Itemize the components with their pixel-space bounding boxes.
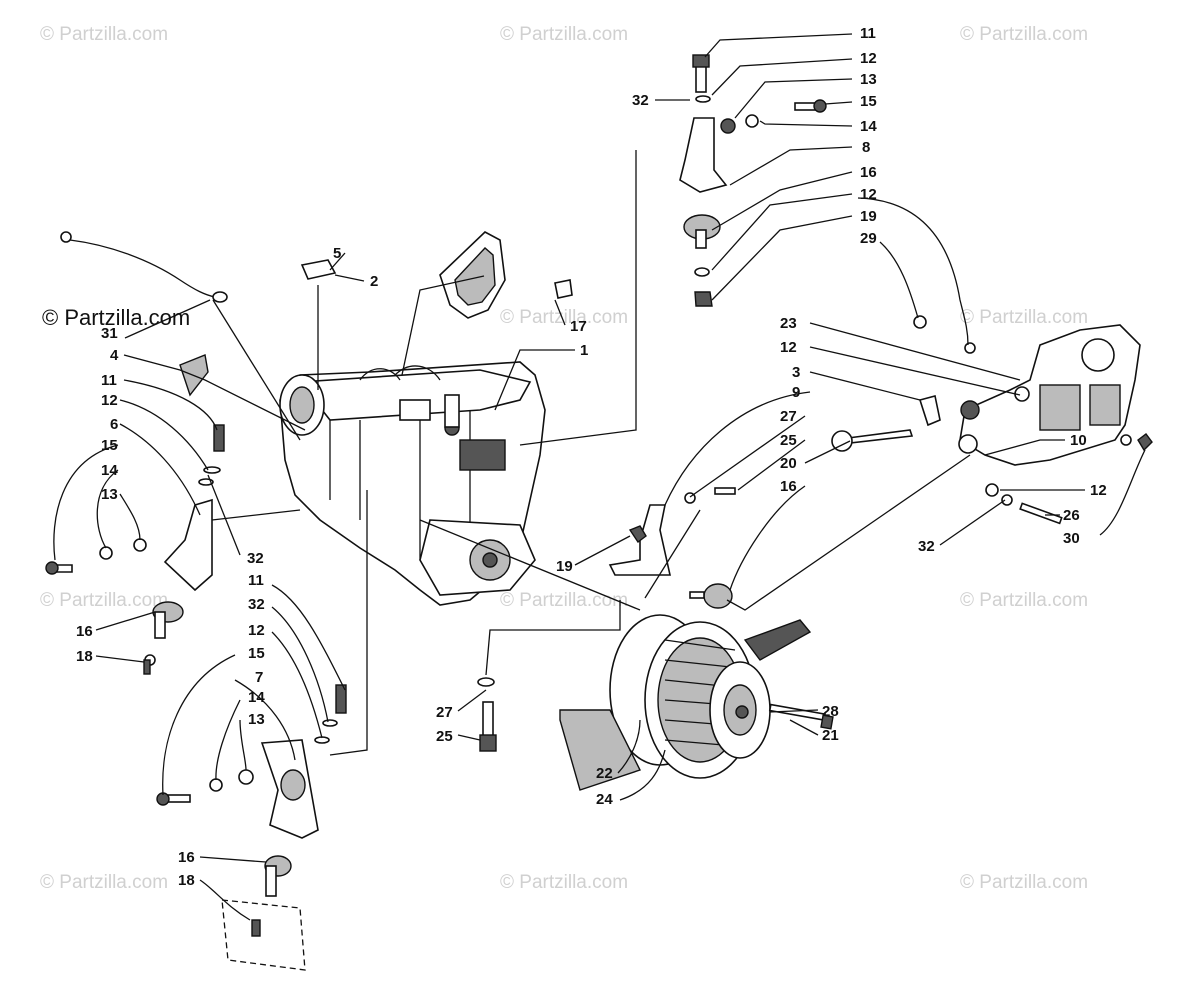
callout-label: 2 (370, 273, 378, 290)
callout-label: 23 (780, 315, 797, 332)
callout-label: 12 (860, 186, 877, 203)
callout-label: 18 (178, 872, 195, 889)
leader-lines (53, 33, 1146, 921)
watermark: © Partzilla.com (500, 307, 628, 328)
callout-label: 25 (780, 432, 797, 449)
callout-labels: 11 12 13 32 15 14 8 16 12 19 29 5 2 17 1… (76, 25, 1107, 889)
callout-label: 25 (436, 728, 453, 745)
callout-label: 19 (860, 208, 877, 225)
callout-label: 32 (248, 596, 265, 613)
callout-label: 12 (860, 50, 877, 67)
callout-label: 31 (101, 325, 118, 342)
callout-label: 10 (1070, 432, 1087, 449)
callout-label: 15 (860, 93, 877, 110)
cover-plate-part (439, 231, 573, 319)
callout-label: 21 (822, 727, 839, 744)
callout-label: 32 (247, 550, 264, 567)
watermark: © Partzilla.com (500, 590, 628, 611)
callout-label: 16 (780, 478, 797, 495)
callout-label: 27 (780, 408, 797, 425)
watermark: © Partzilla.com (500, 872, 628, 893)
callout-label: 13 (248, 711, 265, 728)
callout-label: 7 (255, 669, 263, 686)
callout-label: 3 (792, 364, 800, 381)
callout-label: 11 (248, 572, 264, 589)
callout-label: 28 (822, 703, 839, 720)
callout-label: 14 (860, 118, 877, 135)
callout-label: 15 (101, 437, 118, 454)
callout-label: 4 (110, 347, 119, 364)
callout-label: 5 (333, 245, 341, 262)
callout-label: 12 (101, 392, 118, 409)
callout-label: 32 (632, 92, 649, 109)
callout-label: 6 (110, 416, 118, 433)
watermark: © Partzilla.com (500, 24, 628, 45)
callout-label: 13 (101, 486, 118, 503)
callout-label: 16 (76, 623, 93, 640)
watermark: © Partzilla.com (960, 307, 1088, 328)
callout-label: 17 (570, 318, 587, 335)
callout-label: 26 (1063, 507, 1080, 524)
callout-label: 11 (860, 25, 876, 42)
callout-label: 11 (101, 372, 117, 389)
callout-label: 32 (918, 538, 935, 555)
left-mount-part (45, 424, 225, 675)
callout-label: 14 (248, 689, 265, 706)
drive-clutch-part (559, 614, 834, 791)
copyright-notice: © Partzilla.com (42, 305, 190, 330)
callout-label: 15 (248, 645, 265, 662)
decal-part (300, 259, 337, 280)
watermark: © Partzilla.com (960, 872, 1088, 893)
callout-label: 13 (860, 71, 877, 88)
callout-label: 12 (248, 622, 265, 639)
callout-label: 8 (862, 139, 870, 156)
watermarks: © Partzilla.com © Partzilla.com © Partzi… (40, 24, 1088, 893)
callout-label: 24 (596, 791, 613, 808)
callout-label: 14 (101, 462, 118, 479)
callout-label: 16 (860, 164, 877, 181)
callout-label: 18 (76, 648, 93, 665)
callout-label: 19 (556, 558, 573, 575)
low-bolt-part (477, 677, 497, 752)
callout-label: 27 (436, 704, 453, 721)
callout-label: 12 (780, 339, 797, 356)
watermark: © Partzilla.com (40, 590, 168, 611)
callout-label: 1 (580, 342, 588, 359)
callout-label: 12 (1090, 482, 1107, 499)
watermark: © Partzilla.com (40, 24, 168, 45)
callout-label: 16 (178, 849, 195, 866)
callout-label: 30 (1063, 530, 1080, 547)
ground-cable-part (60, 231, 228, 303)
watermark: © Partzilla.com (960, 590, 1088, 611)
callout-label: 22 (596, 765, 613, 782)
watermark: © Partzilla.com (40, 872, 168, 893)
right-bracket-part (831, 315, 1153, 525)
callout-label: 20 (780, 455, 797, 472)
engine-assembly (279, 361, 546, 606)
lower-mount-part (156, 684, 347, 971)
callout-label: 29 (860, 230, 877, 247)
upper-mount-part (679, 54, 827, 307)
callout-label: 9 (792, 384, 800, 401)
mid-bracket-part (608, 487, 736, 609)
watermark: © Partzilla.com (960, 24, 1088, 45)
